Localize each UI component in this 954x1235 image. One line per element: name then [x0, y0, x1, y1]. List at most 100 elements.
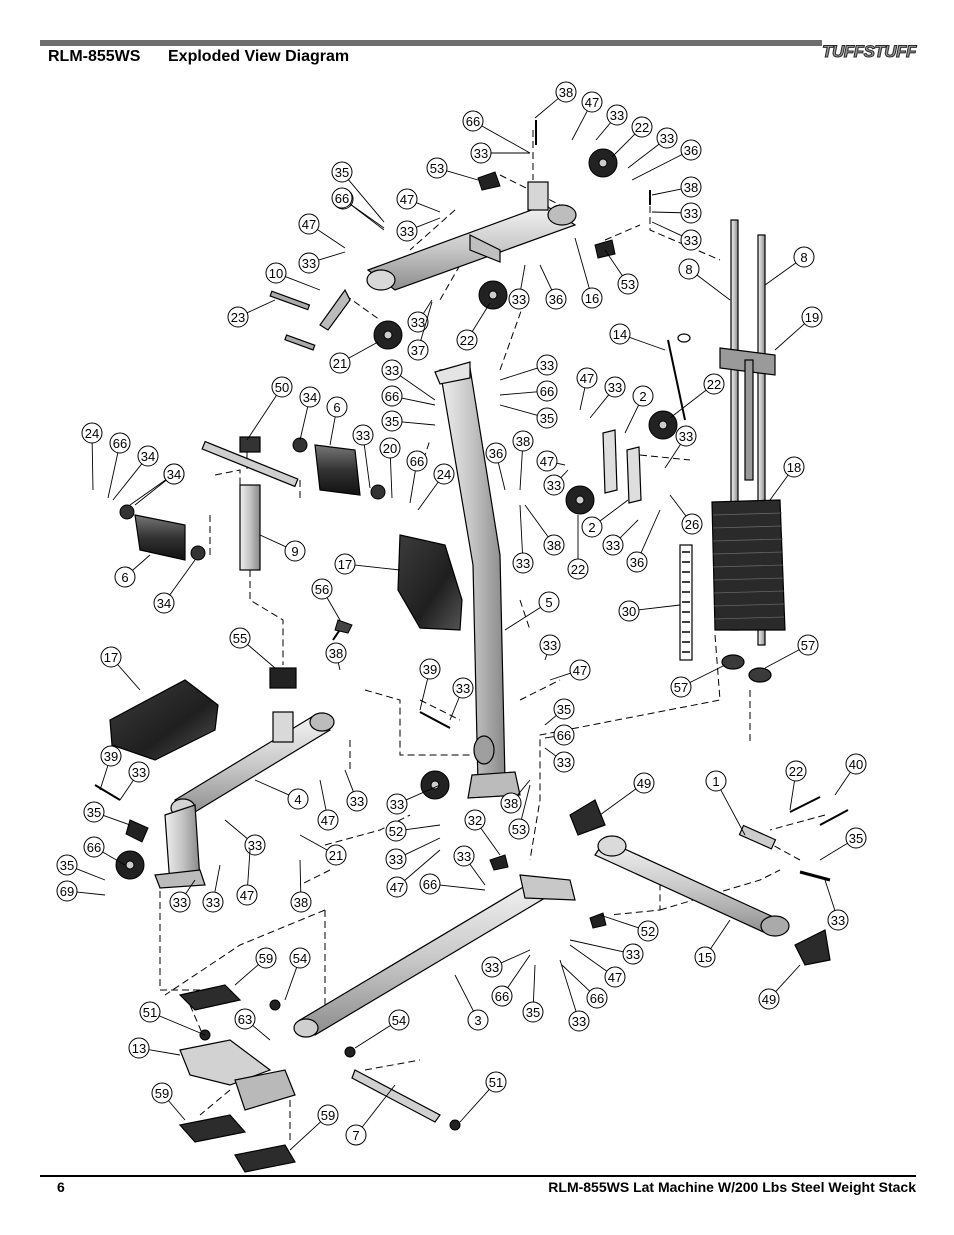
callout-number: 1: [712, 774, 719, 789]
callout-circle: [456, 329, 478, 351]
callout-leader: [720, 789, 746, 836]
callout-circle: [464, 809, 486, 831]
pulley-bracket: [626, 446, 642, 504]
callout-circle: [114, 566, 136, 588]
part-callout: 33: [559, 959, 590, 1032]
part-callout: 33: [651, 202, 702, 224]
callout-number: 7: [352, 1128, 359, 1143]
callout-number: 38: [684, 180, 698, 195]
callout-number: 52: [389, 824, 403, 839]
part-callouts: 3847336633223336533866333566473347333388…: [56, 81, 867, 1151]
callout-circle: [586, 987, 608, 1009]
callout-circle: [407, 339, 429, 361]
callout-number: 34: [167, 467, 181, 482]
callout-leader: [405, 824, 441, 831]
roller-wheel: [292, 437, 308, 453]
callout-leader: [247, 644, 276, 669]
part-callout: 47: [317, 779, 339, 831]
callout-number: 53: [621, 277, 635, 292]
callout-leader: [185, 879, 196, 894]
callout-leader: [117, 664, 141, 691]
roller-wheel: [119, 504, 135, 520]
callout-leader: [669, 494, 687, 517]
callout-circle: [109, 432, 131, 454]
callout-leader: [401, 421, 436, 426]
callout-leader: [574, 237, 590, 289]
callout-leader: [519, 450, 523, 491]
callout-number: 56: [315, 582, 329, 597]
part-callout: 35: [544, 698, 575, 726]
part-callout: 54: [284, 947, 311, 1001]
callout-circle: [793, 246, 815, 268]
part-callout: 49: [758, 964, 801, 1010]
callout-number: 66: [557, 728, 571, 743]
callout-circle: [153, 592, 175, 614]
callout-leader: [549, 672, 571, 681]
callout-leader: [299, 834, 328, 851]
callout-circle: [227, 306, 249, 328]
callout-number: 33: [389, 852, 403, 867]
callout-circle: [462, 110, 484, 132]
callout-leader: [599, 914, 639, 929]
callout-leader: [284, 967, 298, 1001]
callout-circle: [553, 751, 575, 773]
callout-circle: [433, 463, 455, 485]
callout-number: 14: [613, 327, 627, 342]
callout-leader: [326, 597, 341, 621]
end-cap: [569, 799, 606, 836]
callout-leader: [599, 788, 637, 816]
callout-circle: [536, 354, 558, 376]
callout-leader: [389, 457, 393, 499]
callout-number: 37: [411, 343, 425, 358]
part-callout: 7: [345, 1084, 396, 1146]
part-callout: 23: [227, 299, 276, 328]
callout-number: 33: [350, 794, 364, 809]
callout-number: 66: [87, 840, 101, 855]
callout-circle: [680, 176, 702, 198]
callout-number: 33: [456, 681, 470, 696]
callout-leader: [544, 736, 555, 739]
part-callout: 16: [574, 237, 603, 309]
callout-circle: [543, 534, 565, 556]
part-callout: 66: [561, 964, 608, 1009]
callout-number: 35: [60, 858, 74, 873]
callout-number: 66: [410, 454, 424, 469]
part-callout: 33: [543, 469, 569, 496]
callout-leader: [497, 462, 506, 491]
callout-leader: [604, 249, 623, 276]
callout-circle: [581, 287, 603, 309]
callout-number: 54: [293, 951, 307, 966]
part-callout: 59: [234, 947, 277, 986]
seat-adjust-block: [269, 667, 297, 689]
callout-circle: [522, 1001, 544, 1023]
callout-leader: [559, 959, 577, 1012]
callout-number: 33: [248, 838, 262, 853]
callout-leader: [119, 780, 134, 801]
part-callout: 37: [407, 301, 433, 361]
callout-number: 51: [489, 1075, 503, 1090]
callout-circle: [381, 385, 403, 407]
part-callout: 33: [119, 761, 150, 801]
callout-number: 5: [545, 595, 552, 610]
callout-circle: [234, 1008, 256, 1030]
part-callout: 18: [769, 456, 805, 501]
callout-circle: [386, 876, 408, 898]
callout-circle: [298, 252, 320, 274]
callout-circle: [618, 600, 640, 622]
callout-circle: [385, 820, 407, 842]
callout-number: 35: [540, 411, 554, 426]
part-callout: 21: [329, 341, 379, 374]
callout-number: 66: [590, 991, 604, 1006]
part-callout: 47: [396, 188, 441, 213]
part-callout: 8: [764, 246, 815, 286]
callout-leader: [824, 879, 836, 911]
callout-circle: [317, 809, 339, 831]
part-callout: 33: [453, 845, 486, 886]
part-callout: 33: [224, 819, 266, 856]
callout-number: 34: [157, 596, 171, 611]
callout-number: 17: [104, 650, 118, 665]
callout-number: 59: [321, 1108, 335, 1123]
part-callout: 55: [229, 627, 276, 669]
part-callout: 57: [764, 634, 819, 669]
part-callout: 69: [56, 880, 106, 902]
